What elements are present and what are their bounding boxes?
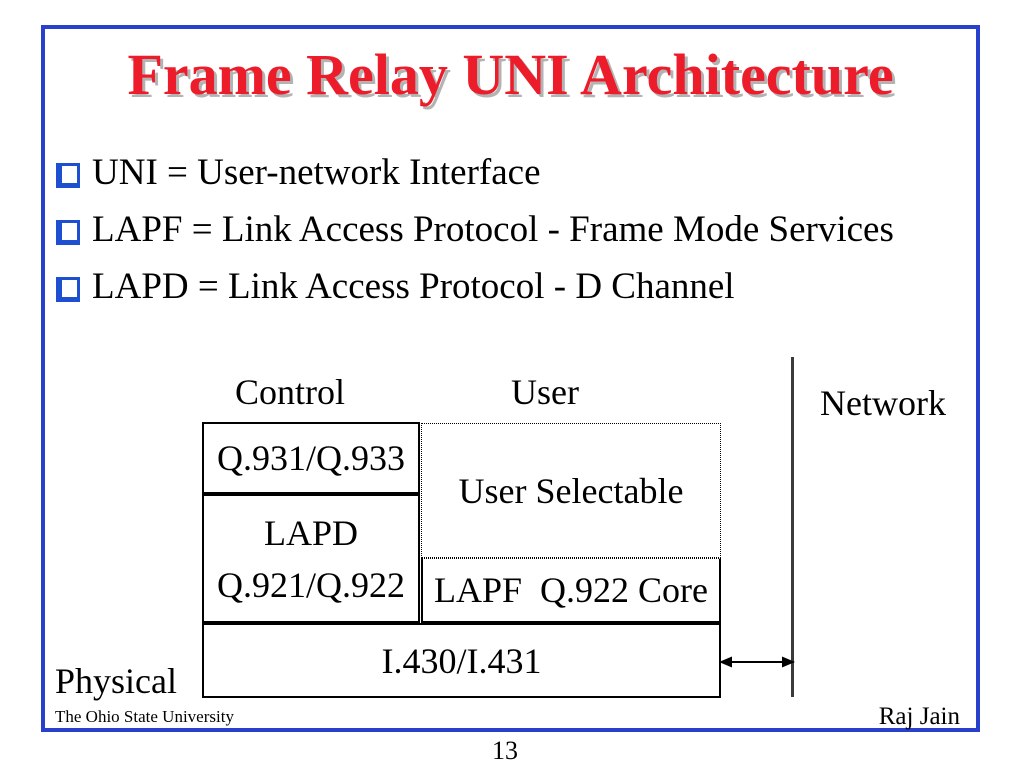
bidirectional-arrow-icon: [719, 656, 795, 668]
lapd-box: LAPD Q.921/Q.922: [202, 494, 420, 623]
bullet-text: LAPF = Link Access Protocol - Frame Mode…: [92, 209, 894, 250]
user-plane-label: User: [511, 372, 579, 412]
page-number: 13: [492, 736, 518, 765]
physical-layer-box: I.430/I.431: [202, 623, 721, 698]
lapf-box: LAPF Q.922 Core: [421, 558, 721, 623]
physical-layer-label: Physical: [55, 661, 177, 701]
square-bullet-icon: [56, 220, 80, 245]
control-plane-label: Control: [234, 372, 345, 412]
lapd-box-line1: LAPD: [263, 512, 358, 553]
square-bullet-icon: [56, 277, 80, 302]
q931-box: Q.931/Q.933: [202, 422, 420, 494]
user-selectable-box: User Selectable: [421, 423, 721, 558]
network-boundary-line: [791, 357, 794, 697]
bullet-list: UNI = User-network Interface LAPF = Link…: [56, 144, 976, 315]
bullet-text: LAPD = Link Access Protocol - D Channel: [92, 266, 735, 307]
bullet-text: UNI = User-network Interface: [92, 152, 541, 193]
footer-institution: The Ohio State University: [55, 707, 234, 726]
bullet-item-lapf: LAPF = Link Access Protocol - Frame Mode…: [56, 201, 976, 258]
slide-title: Frame Relay UNI Architecture: [127, 42, 894, 107]
footer-author: Raj Jain: [878, 703, 960, 730]
bullet-item-uni: UNI = User-network Interface: [56, 144, 976, 201]
network-label: Network: [820, 383, 946, 423]
lapd-box-line2: Q.921/Q.922: [217, 564, 405, 605]
square-bullet-icon: [56, 163, 80, 188]
bullet-item-lapd: LAPD = Link Access Protocol - D Channel: [56, 258, 976, 315]
